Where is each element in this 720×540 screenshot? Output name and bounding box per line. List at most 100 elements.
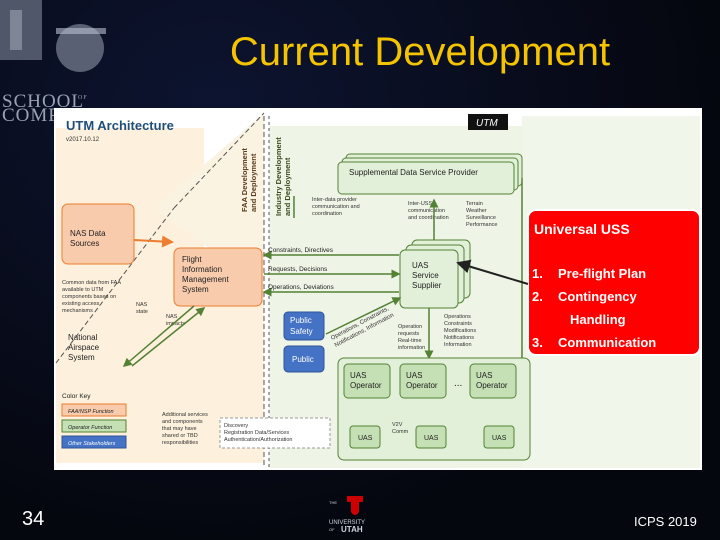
op-req-2: requests bbox=[398, 331, 419, 337]
additional-2: and components bbox=[162, 419, 203, 425]
uas-1: UAS bbox=[358, 435, 373, 442]
callout-pointer-arrow bbox=[456, 259, 529, 285]
color-key-title: Color Key bbox=[62, 393, 91, 400]
national-3: System bbox=[68, 353, 95, 362]
common-data-2: available to UTM bbox=[62, 287, 104, 293]
uofu-the: THE bbox=[329, 500, 337, 505]
additional-1: Additional services bbox=[162, 412, 208, 418]
nas-state-1: NAS bbox=[136, 302, 148, 308]
school-logo: SCHOOL OF COMP bbox=[0, 0, 140, 130]
footer-text: ICPS 2019 bbox=[634, 514, 697, 529]
sdsp-box bbox=[337, 161, 515, 195]
callout-num-1: 1. bbox=[532, 266, 543, 281]
uss-3: Supplier bbox=[412, 281, 442, 290]
discovery-3: Authentication/Authorization bbox=[224, 437, 293, 443]
national-1: National bbox=[68, 333, 98, 342]
callout-item-2b: Handling bbox=[570, 312, 626, 327]
nas-data-box bbox=[61, 203, 135, 265]
requests-label: Requests, Decisions bbox=[268, 266, 328, 273]
vlabel-faa-2: and Deployment bbox=[249, 153, 258, 212]
key-stakeholder-label: Other Stakeholders bbox=[68, 441, 116, 447]
fims-2: Information bbox=[182, 265, 222, 274]
operator-1b: Operator bbox=[350, 381, 382, 390]
uas-3: UAS bbox=[492, 435, 507, 442]
inter-uss-2: communication bbox=[408, 208, 445, 214]
discovery-box bbox=[219, 417, 331, 449]
nas-impacts-2: impacts bbox=[166, 321, 185, 327]
logo-line2: COMP bbox=[2, 105, 60, 126]
nas-state-2: state bbox=[136, 309, 148, 315]
fims-nas-arrow bbox=[122, 305, 195, 367]
vlabel-ind-2: and Deployment bbox=[283, 157, 292, 216]
operator-2a: UAS bbox=[406, 371, 422, 380]
v2v-2: Comm bbox=[392, 429, 409, 435]
public-safety-box bbox=[283, 311, 325, 341]
fims-3: Management bbox=[182, 275, 229, 284]
inter-dp-1: Inter-data provider bbox=[312, 197, 357, 203]
universal-uss-callout bbox=[527, 209, 701, 356]
key-operator bbox=[61, 419, 127, 433]
boundary-diagonal-2 bbox=[55, 207, 175, 364]
inter-uss-1: Inter-USS bbox=[408, 201, 432, 207]
public-safety-2: Safety bbox=[290, 327, 313, 336]
operator-box-3 bbox=[469, 363, 517, 399]
operators-ellipsis: ... bbox=[454, 378, 462, 389]
operator-2b: Operator bbox=[406, 381, 438, 390]
logo-graphic bbox=[0, 0, 106, 72]
sdsp-type-2: Weather bbox=[466, 208, 487, 214]
uas-box-2 bbox=[415, 425, 447, 449]
additional-3: that may have bbox=[162, 426, 197, 432]
key-faa-label: FAA/NSP Function bbox=[68, 409, 114, 415]
university-logo-graphic: THE UNIVERSITY OF UTAH bbox=[329, 496, 365, 534]
additional-4: shared or TBD bbox=[162, 433, 198, 439]
logo-of: OF bbox=[78, 95, 88, 101]
key-operator-label: Operator Function bbox=[68, 425, 112, 431]
op-list-4: Notifications bbox=[444, 335, 474, 341]
sdsp-type-3: Surveillance bbox=[466, 215, 496, 221]
nas-to-fims-arrow bbox=[133, 235, 174, 248]
operator-3a: UAS bbox=[476, 371, 492, 380]
uas-2: UAS bbox=[424, 435, 439, 442]
utm-badge bbox=[468, 114, 508, 130]
public-label: Public bbox=[292, 355, 314, 364]
uss-2: Service bbox=[412, 271, 439, 280]
uas-box-1 bbox=[349, 425, 381, 449]
nas-data-1: NAS Data bbox=[70, 229, 106, 238]
callout-num-2: 2. bbox=[532, 289, 543, 304]
op-list-5: Information bbox=[444, 342, 472, 348]
uofu-name1: UNIVERSITY bbox=[329, 520, 365, 526]
utm-badge-text: UTM bbox=[476, 118, 498, 129]
uss-1: UAS bbox=[412, 261, 428, 270]
callout-title: Universal USS bbox=[534, 221, 630, 237]
uas-box-3 bbox=[483, 425, 515, 449]
callout-item-3: Communication bbox=[558, 335, 656, 350]
public-safety-1: Public bbox=[290, 316, 312, 325]
discovery-1: Discovery bbox=[224, 423, 248, 429]
sdsp-type-1: Terrain bbox=[466, 201, 483, 207]
fims-4: System bbox=[182, 285, 209, 294]
op-list-2: Constraints bbox=[444, 321, 472, 327]
boundary-diagonal bbox=[173, 112, 265, 209]
common-data-3: components based on bbox=[62, 294, 116, 300]
faa-region-top bbox=[154, 113, 264, 288]
university-logo: THE UNIVERSITY OF UTAH bbox=[325, 494, 385, 534]
op-req-4: information bbox=[398, 345, 425, 351]
national-2: Airspace bbox=[68, 343, 100, 352]
diagram-heading: UTM Architecture bbox=[66, 118, 174, 133]
common-data-4: existing access bbox=[62, 301, 100, 307]
fims-1: Flight bbox=[182, 255, 202, 264]
vlabel-ind-1: Industry Development bbox=[274, 137, 283, 216]
uofu-name2: UTAH bbox=[341, 525, 363, 534]
operator-box-1 bbox=[343, 363, 391, 399]
operator-3b: Operator bbox=[476, 381, 508, 390]
logo-line1: SCHOOL bbox=[2, 91, 85, 112]
sdsp-type-4: Performance bbox=[466, 222, 498, 228]
nas-impacts-1: NAS bbox=[166, 314, 178, 320]
slide-title: Current Development bbox=[229, 30, 611, 74]
op-list-1: Operations bbox=[444, 314, 471, 320]
callout-item-2: Contingency bbox=[558, 289, 637, 304]
diagram-svg: UTM Architecture v2017.10.12 UTM FAA Dev… bbox=[54, 108, 702, 470]
common-data-1: Common data from FAA bbox=[62, 280, 121, 286]
operator-1a: UAS bbox=[350, 371, 366, 380]
inter-uss-3: and coordination bbox=[408, 215, 449, 221]
